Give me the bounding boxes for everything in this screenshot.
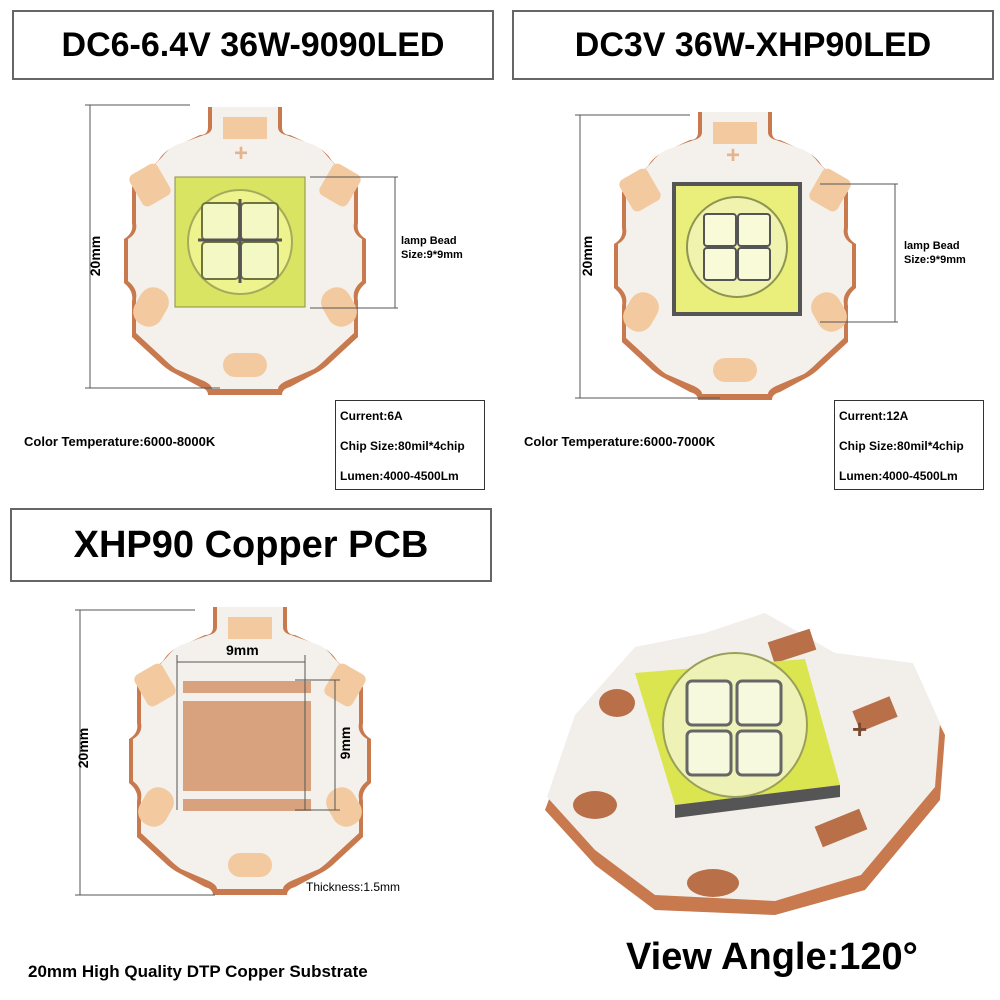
panel1-led-board	[124, 107, 366, 395]
panel1-plus-sign: +	[234, 140, 249, 167]
panel1-color-temperature: Color Temperature:6000-8000K	[24, 434, 216, 449]
panel2-bead-size: Size:9*9mm	[904, 254, 966, 266]
panel1-dimension-label: 20mm	[87, 235, 103, 277]
panel2-led-board	[614, 112, 856, 400]
panel2-title-box: DC3V 36W-XHP90LED	[512, 10, 994, 80]
panel2-title: DC3V 36W-XHP90LED	[574, 25, 932, 64]
panel2-dimension-lines	[575, 114, 898, 399]
panel1-dimension-lines	[85, 104, 398, 389]
pcb-thickness: Thickness:1.5mm	[306, 880, 401, 894]
panel1-spec-lumen: Lumen:4000-4500Lm	[340, 469, 459, 483]
panel2-bead-label: lamp Bead	[904, 240, 960, 252]
panel1-title-box: DC6-6.4V 36W-9090LED	[12, 10, 494, 80]
pcb-board	[129, 607, 371, 895]
panel2-spec-lumen: Lumen:4000-4500Lm	[839, 469, 958, 483]
pcb-title: XHP90 Copper PCB	[73, 523, 429, 566]
panel1-bead-label: lamp Bead	[401, 235, 457, 247]
panel2-color-temperature: Color Temperature:6000-7000K	[524, 434, 716, 449]
panel2-plus-sign: +	[726, 142, 741, 169]
panel1-title: DC6-6.4V 36W-9090LED	[61, 25, 445, 64]
led-3d-plus-sign: +	[852, 714, 868, 744]
panel2-spec-box: Current:12A Chip Size:80mil*4chip Lumen:…	[834, 400, 984, 490]
pcb-width-label: 9mm	[226, 642, 259, 658]
panel2-dimension-label: 20mm	[579, 235, 595, 277]
panel2-spec-current: Current:12A	[839, 409, 909, 423]
pcb-title-box: XHP90 Copper PCB	[10, 508, 492, 582]
pcb-caption: 20mm High Quality DTP Copper Substrate	[28, 962, 368, 981]
pcb-dimension-label: 20mm	[75, 727, 91, 769]
panel1-spec-box: Current:6A Chip Size:80mil*4chip Lumen:4…	[335, 400, 485, 490]
pcb-dimension-lines	[75, 609, 340, 896]
panel1-spec-chip: Chip Size:80mil*4chip	[340, 439, 465, 453]
panel1-bead-size: Size:9*9mm	[401, 249, 463, 261]
panel2-spec-chip: Chip Size:80mil*4chip	[839, 439, 964, 453]
panel1-spec-current: Current:6A	[340, 409, 403, 423]
view-angle: View Angle:120°	[626, 936, 918, 978]
pcb-height-label: 9mm	[337, 726, 353, 760]
led-3d-view	[545, 613, 945, 915]
